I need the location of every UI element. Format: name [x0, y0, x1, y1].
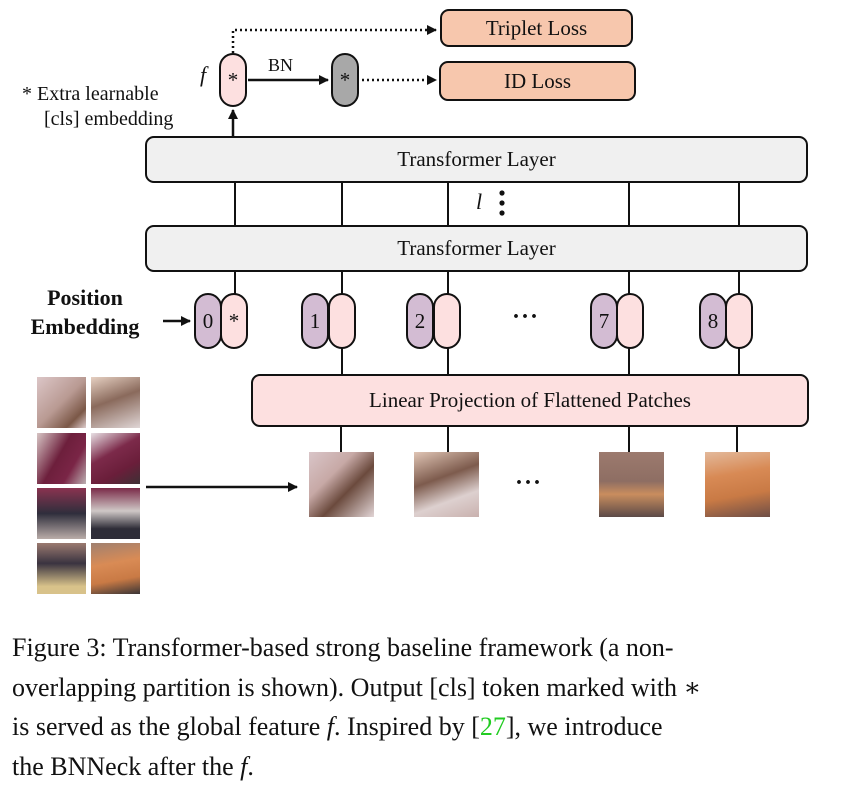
patch-image-2	[414, 452, 479, 517]
caption-line-1: Figure 3: Transformer-based strong basel…	[12, 633, 674, 662]
cls-star: *	[227, 67, 239, 92]
layer-count-label: l	[476, 189, 483, 214]
position-token-2: 2	[406, 293, 434, 349]
patch-image-7	[599, 452, 664, 517]
grid-cell	[37, 488, 86, 539]
position-embedding-label: Position Embedding	[10, 283, 160, 341]
position-token-0: 0	[194, 293, 222, 349]
vertical-ellipsis	[499, 190, 505, 216]
caption-math-f: f	[326, 712, 335, 741]
position-index: 0	[202, 308, 214, 333]
inter-layer-lines	[234, 182, 740, 225]
input-image-grid	[37, 377, 141, 594]
patch-ellipsis: ···	[515, 470, 543, 496]
position-index: 2	[414, 308, 426, 333]
patch-token-2	[433, 293, 461, 349]
linear-projection-box: Linear Projection of Flattened Patches	[251, 374, 809, 427]
position-index: 7	[598, 308, 610, 333]
grid-cell	[91, 488, 140, 539]
patch-token-8	[725, 293, 753, 349]
transformer-layer-bottom-label: Transformer Layer	[397, 236, 556, 260]
grid-cell	[37, 543, 86, 594]
id-loss-box: ID Loss	[439, 61, 636, 101]
projection-to-patch-lines	[340, 426, 738, 452]
dotted-arrow-to-triplet	[231, 25, 437, 53]
transformer-layer-top: Transformer Layer	[145, 136, 808, 183]
transformer-layer-bottom: Transformer Layer	[145, 225, 808, 272]
grid-cell	[37, 433, 86, 484]
grid-cell	[91, 377, 140, 428]
position-index: 8	[707, 308, 719, 333]
patch-image-8	[705, 452, 770, 517]
note-line2: [cls] embedding	[44, 108, 174, 130]
note-star: *	[22, 83, 32, 105]
id-loss-label: ID Loss	[503, 68, 572, 93]
grid-cell	[91, 433, 140, 484]
position-token-1: 1	[301, 293, 329, 349]
triplet-loss-box: Triplet Loss	[440, 9, 633, 47]
token-to-projection-lines	[341, 348, 740, 374]
position-token-7: 7	[590, 293, 618, 349]
layer-to-token-lines	[234, 271, 740, 294]
cls-output-token: *	[219, 53, 247, 107]
patch-image-1	[309, 452, 374, 517]
position-token-8: 8	[699, 293, 727, 349]
caption-line-3: is served as the global feature f. Inspi…	[12, 707, 820, 747]
bn-star: *	[339, 67, 351, 92]
patch-token-7	[616, 293, 644, 349]
grid-cell	[91, 543, 140, 594]
patch-token-0: *	[220, 293, 248, 349]
caption-line-4: the BNNeck after the f.	[12, 747, 820, 787]
transformer-layer-top-label: Transformer Layer	[397, 147, 556, 171]
token-content: *	[228, 308, 240, 333]
patch-token-1	[328, 293, 356, 349]
position-embedding-line2: Embedding	[30, 314, 140, 339]
token-ellipsis: ···	[512, 304, 540, 330]
caption-text: ], we introduce	[505, 712, 663, 741]
caption-text: the BNNeck after the	[12, 751, 241, 781]
grid-cell	[37, 377, 86, 428]
feature-f-label: f	[200, 62, 207, 87]
citation-link[interactable]: 27	[479, 712, 506, 741]
triplet-loss-label: Triplet Loss	[485, 15, 588, 40]
caption-math-f: f	[240, 751, 248, 781]
caption-line-2: overlapping partition is shown). Output …	[12, 672, 702, 702]
linear-projection-label: Linear Projection of Flattened Patches	[369, 388, 691, 412]
figure-caption: Figure 3: Transformer-based strong basel…	[12, 628, 820, 786]
caption-text: .	[247, 751, 254, 781]
extra-embedding-note: * Extra learnable [cls] embedding	[22, 82, 173, 132]
bn-label: BN	[268, 55, 294, 75]
connector-lines	[146, 25, 740, 492]
caption-text: is served as the global feature	[12, 712, 327, 741]
position-index: 1	[309, 308, 321, 333]
position-embedding-line1: Position	[47, 285, 123, 310]
note-line1: Extra learnable	[37, 83, 159, 105]
caption-text: . Inspired by [	[334, 712, 480, 741]
bn-output-token: *	[331, 53, 359, 107]
